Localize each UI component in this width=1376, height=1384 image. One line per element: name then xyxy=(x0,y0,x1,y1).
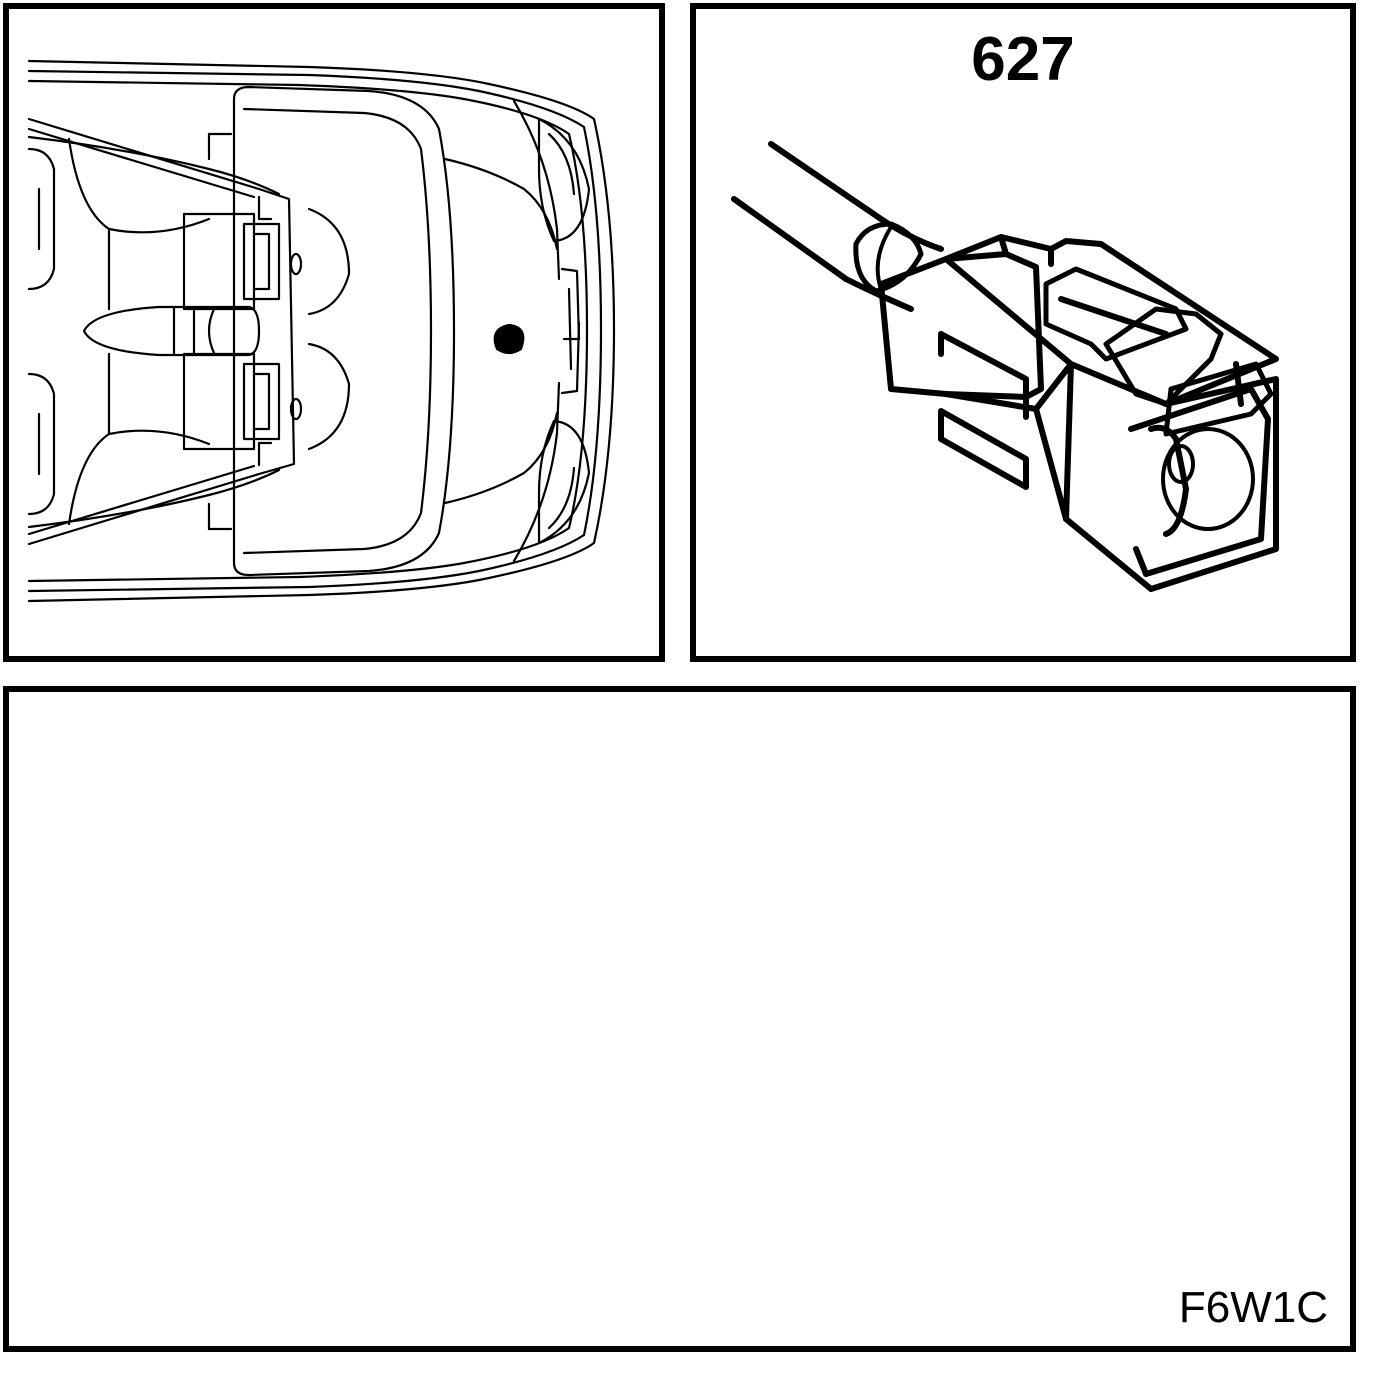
connector-number-label: 627 xyxy=(971,25,1075,94)
detail-panel: F6W1C xyxy=(3,686,1356,1352)
connector-627-drawing xyxy=(731,141,1279,592)
connector-panel: 627 xyxy=(690,3,1356,662)
vehicle-front-top-view-drawing xyxy=(27,59,616,603)
vehicle-location-panel xyxy=(3,3,665,662)
figure-code: F6W1C xyxy=(1178,1283,1328,1332)
